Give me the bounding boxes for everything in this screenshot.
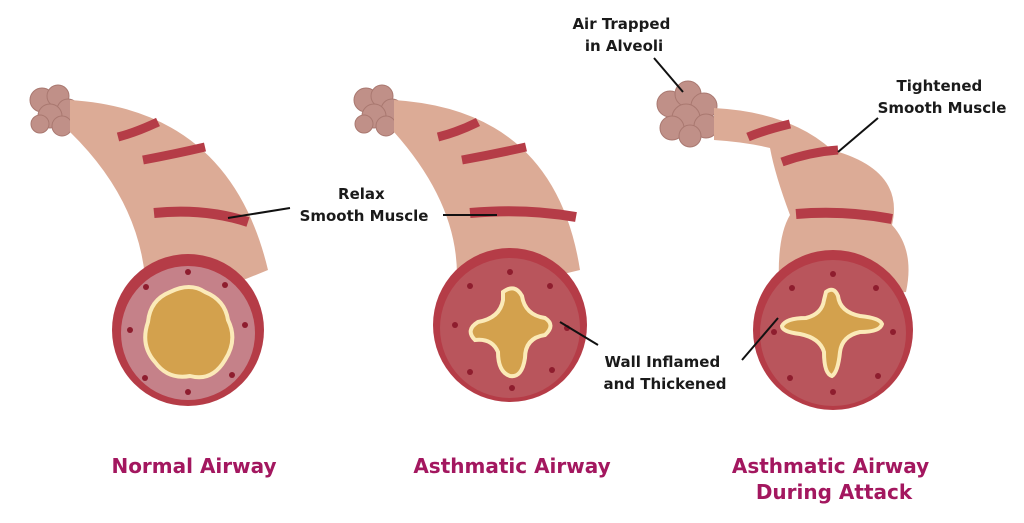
- lumen-constricted: [779, 287, 885, 379]
- lumen-narrowed: [468, 286, 553, 379]
- wall-dots: [127, 269, 248, 395]
- wall-inflamed-label: Wall Inflamed and Thickened: [603, 353, 726, 393]
- smooth-muscle-bands: [436, 117, 577, 222]
- tightened-smooth-muscle-label: Tightened Smooth Muscle: [878, 77, 1007, 117]
- attack-airway-illustration: [656, 80, 913, 410]
- bronchus-tube-constricted: [714, 108, 909, 300]
- caption-asthmatic-airway: Asthmatic Airway: [413, 454, 610, 478]
- lumen-normal: [143, 285, 235, 380]
- smooth-muscle-bands: [116, 117, 250, 227]
- air-trapped-label: Air Trapped in Alveoli: [572, 15, 675, 55]
- alveoli-cluster-enlarged: [656, 80, 719, 148]
- alveoli-cluster: [29, 84, 80, 137]
- relax-smooth-muscle-label: Relax Smooth Muscle: [300, 185, 429, 225]
- normal-airway-illustration: [29, 84, 268, 406]
- leader-lines: [227, 57, 879, 361]
- asthmatic-airway-illustration: [353, 84, 587, 402]
- tightened-muscle-bands: [746, 119, 893, 224]
- bronchus-tube: [394, 100, 580, 300]
- caption-normal-airway: Normal Airway: [111, 454, 276, 478]
- caption-asthmatic-airway-attack: Asthmatic Airway During Attack: [732, 454, 936, 504]
- wall-dots: [771, 271, 896, 395]
